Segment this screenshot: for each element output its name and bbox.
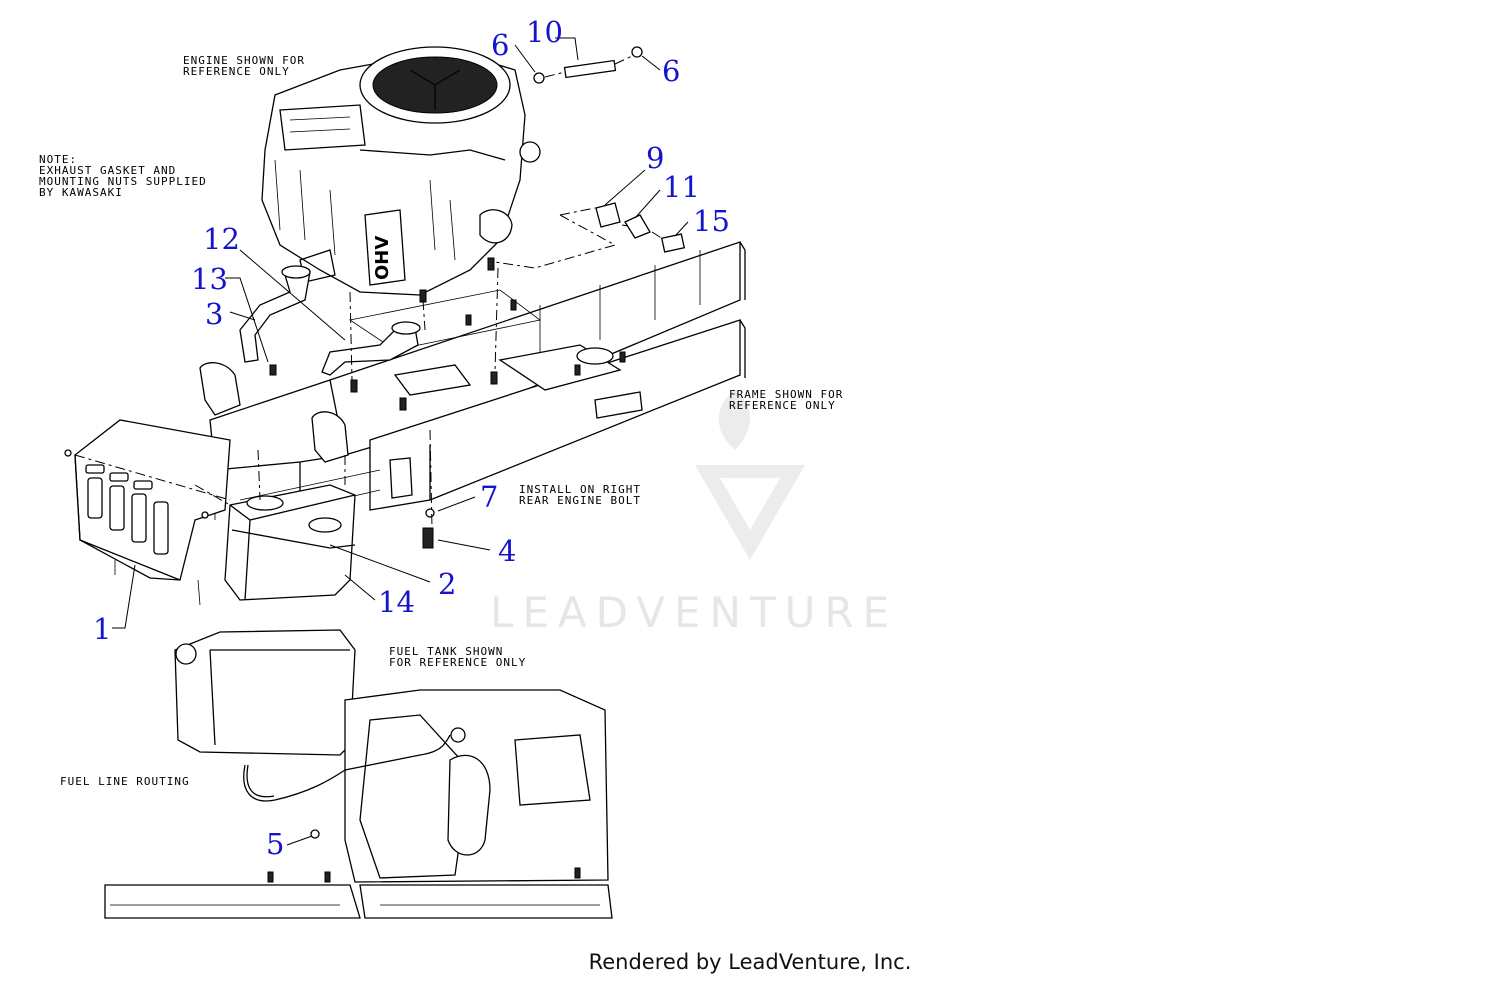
frame-reference-note: FRAME SHOWN FOR REFERENCE ONLY [729, 388, 844, 412]
exhaust-gasket-note: NOTE: EXHAUST GASKET AND MOUNTING NUTS S… [39, 153, 207, 199]
assembly-lines [74, 55, 664, 529]
engine [261, 46, 541, 303]
callout-11: 11 [663, 170, 700, 204]
watermark-text: LEADVENTURE [490, 588, 899, 637]
fuel-tank-reference-note: FUEL TANK SHOWN FOR REFERENCE ONLY [389, 645, 527, 669]
fuel-line-routing-note: FUEL LINE ROUTING [60, 775, 190, 788]
callout-9: 9 [646, 141, 665, 175]
watermark-logo [695, 390, 805, 560]
fuel-line-view [104, 629, 613, 919]
callout-2: 2 [438, 567, 457, 601]
engine-decal: OHV [372, 236, 393, 280]
callout-1: 1 [93, 612, 112, 646]
engine-reference-note: ENGINE SHOWN FOR REFERENCE ONLY [183, 54, 305, 78]
heat-shield [74, 419, 231, 606]
frame [199, 241, 746, 521]
callout-15: 15 [693, 204, 730, 238]
callout-5: 5 [266, 827, 285, 861]
callout-12: 12 [203, 222, 240, 256]
leader-lines [112, 37, 689, 846]
callout-4: 4 [498, 534, 517, 568]
callout-14: 14 [378, 585, 415, 619]
small-parts [64, 46, 686, 839]
callout-10: 10 [526, 15, 563, 49]
callout-13: 13 [191, 262, 228, 296]
callout-6-left: 6 [491, 28, 510, 62]
callout-6-right: 6 [662, 54, 681, 88]
callout-7: 7 [480, 480, 499, 514]
callout-3: 3 [205, 297, 224, 331]
muffler [224, 484, 356, 601]
install-note: INSTALL ON RIGHT REAR ENGINE BOLT [519, 483, 641, 507]
footer-credit: Rendered by LeadVenture, Inc. [588, 950, 912, 974]
